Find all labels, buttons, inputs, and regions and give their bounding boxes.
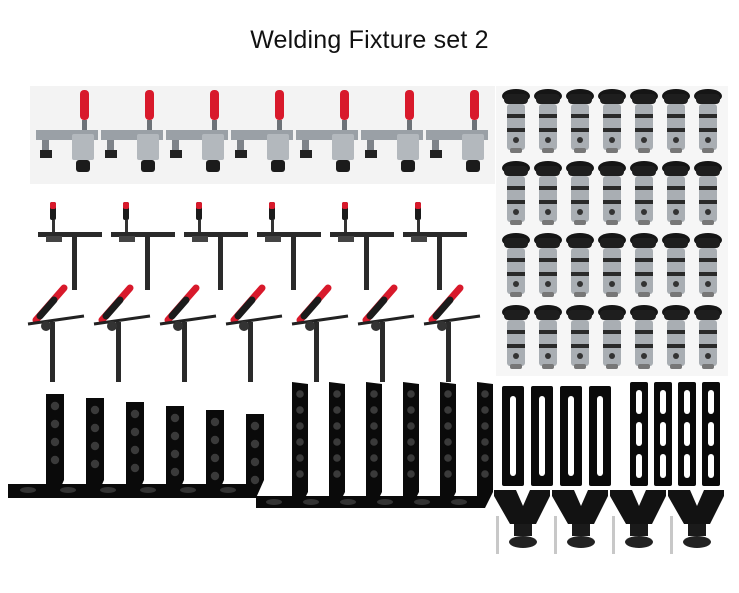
t-clamp-icon xyxy=(257,202,321,290)
v-block-icon xyxy=(668,490,724,554)
locking-bolt-icon xyxy=(566,233,594,297)
toggle-clamp-icon xyxy=(36,90,98,172)
slotted-bar-row xyxy=(492,382,732,490)
locking-bolt-icon xyxy=(662,233,690,297)
locking-bolt-icon xyxy=(662,89,690,153)
angled-clamp-icon xyxy=(27,284,85,382)
locking-bolt-icon xyxy=(566,161,594,225)
locking-bolt-icon xyxy=(630,161,658,225)
angled-clamp-icon xyxy=(291,284,349,382)
locking-bolt-icon xyxy=(630,89,658,153)
angled-clamp-icon xyxy=(423,284,481,382)
angled-clamp-icon xyxy=(357,284,415,382)
short-angle-bracket-icon xyxy=(88,402,144,498)
t-clamp-icon xyxy=(330,202,394,290)
locking-bolt-icon xyxy=(662,305,690,369)
toggle-clamp-icon xyxy=(231,90,293,172)
locking-bolt-icon xyxy=(566,305,594,369)
angled-clamp-icon xyxy=(225,284,283,382)
tall-angle-bracket-icon xyxy=(293,382,345,508)
short-angle-bracket-icon xyxy=(8,394,64,498)
toggle-clamp-icon xyxy=(361,90,423,172)
tall-angle-bracket-icon xyxy=(404,382,456,508)
locking-bolt-icon xyxy=(630,233,658,297)
short-angle-bracket-icon xyxy=(48,398,104,498)
locking-bolt-icon xyxy=(694,161,722,225)
locking-bolt-icon xyxy=(694,305,722,369)
tall-angle-bracket-icon xyxy=(256,382,308,508)
locking-bolt-icon xyxy=(502,161,530,225)
locking-bolt-icon xyxy=(534,305,562,369)
toggle-clamp-icon xyxy=(296,90,358,172)
slotted-bar-icon xyxy=(589,386,611,486)
angled-clamp-row xyxy=(18,278,493,386)
tall-angle-bracket-icon xyxy=(330,382,382,508)
slotted-bar-icon xyxy=(502,386,524,486)
t-clamp-icon xyxy=(38,202,102,290)
toggle-clamp-icon xyxy=(426,90,488,172)
locking-bolt-icon xyxy=(534,161,562,225)
toggle-clamp-row xyxy=(30,86,495,184)
v-block-icon xyxy=(494,490,550,554)
locking-bolt-icon xyxy=(598,233,626,297)
locking-bolt-icon xyxy=(534,233,562,297)
slotted-bar-icon xyxy=(560,386,582,486)
slotted-bar-icon xyxy=(702,382,720,486)
t-clamp-icon xyxy=(184,202,248,290)
locking-bolt-grid xyxy=(496,86,728,376)
tall-angle-bracket-icon xyxy=(441,382,493,508)
angle-bracket-group xyxy=(2,380,494,515)
short-angle-bracket-icon xyxy=(168,410,224,498)
toggle-clamp-icon xyxy=(166,90,228,172)
short-angle-bracket-icon xyxy=(128,406,184,498)
v-block-icon xyxy=(610,490,666,554)
locking-bolt-icon xyxy=(598,89,626,153)
locking-bolt-icon xyxy=(598,161,626,225)
t-clamp-icon xyxy=(403,202,467,290)
toggle-clamp-icon xyxy=(101,90,163,172)
locking-bolt-icon xyxy=(694,89,722,153)
locking-bolt-icon xyxy=(630,305,658,369)
locking-bolt-icon xyxy=(694,233,722,297)
t-clamp-row xyxy=(30,196,495,296)
locking-bolt-icon xyxy=(662,161,690,225)
tall-angle-bracket-icon xyxy=(367,382,419,508)
slotted-bar-icon xyxy=(531,386,553,486)
short-angle-bracket-icon xyxy=(208,414,264,498)
v-block-icon xyxy=(552,490,608,554)
t-clamp-icon xyxy=(111,202,175,290)
slotted-bar-icon xyxy=(654,382,672,486)
locking-bolt-icon xyxy=(566,89,594,153)
angled-clamp-icon xyxy=(159,284,217,382)
locking-bolt-icon xyxy=(534,89,562,153)
slotted-bar-icon xyxy=(678,382,696,486)
v-block-row xyxy=(492,486,732,556)
locking-bolt-icon xyxy=(502,233,530,297)
locking-bolt-icon xyxy=(502,305,530,369)
angled-clamp-icon xyxy=(93,284,151,382)
locking-bolt-icon xyxy=(598,305,626,369)
locking-bolt-icon xyxy=(502,89,530,153)
slotted-bar-icon xyxy=(630,382,648,486)
page-title: Welding Fixture set 2 xyxy=(250,26,489,54)
